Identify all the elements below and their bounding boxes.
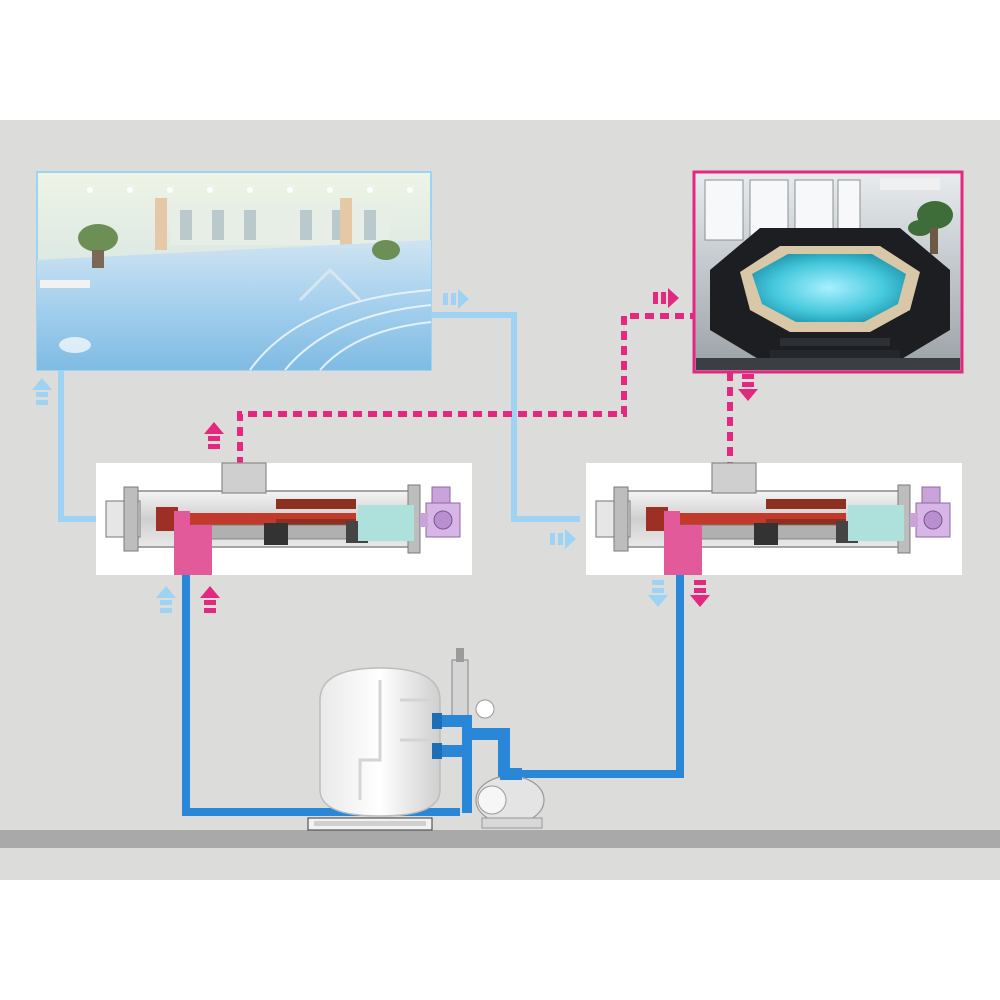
octagonal-spa-photo <box>692 170 964 374</box>
pool-water-circuit <box>58 312 580 522</box>
spa-heating-circuit <box>237 313 733 466</box>
indoor-pool-photo <box>36 171 432 371</box>
floor-strip <box>0 830 1000 848</box>
heat-exchanger-left <box>95 462 473 576</box>
multiport-valve-manifold <box>432 648 510 813</box>
sand-filter-tank <box>307 667 441 831</box>
circulation-pump <box>475 768 545 829</box>
heat-exchanger-right <box>585 462 963 576</box>
